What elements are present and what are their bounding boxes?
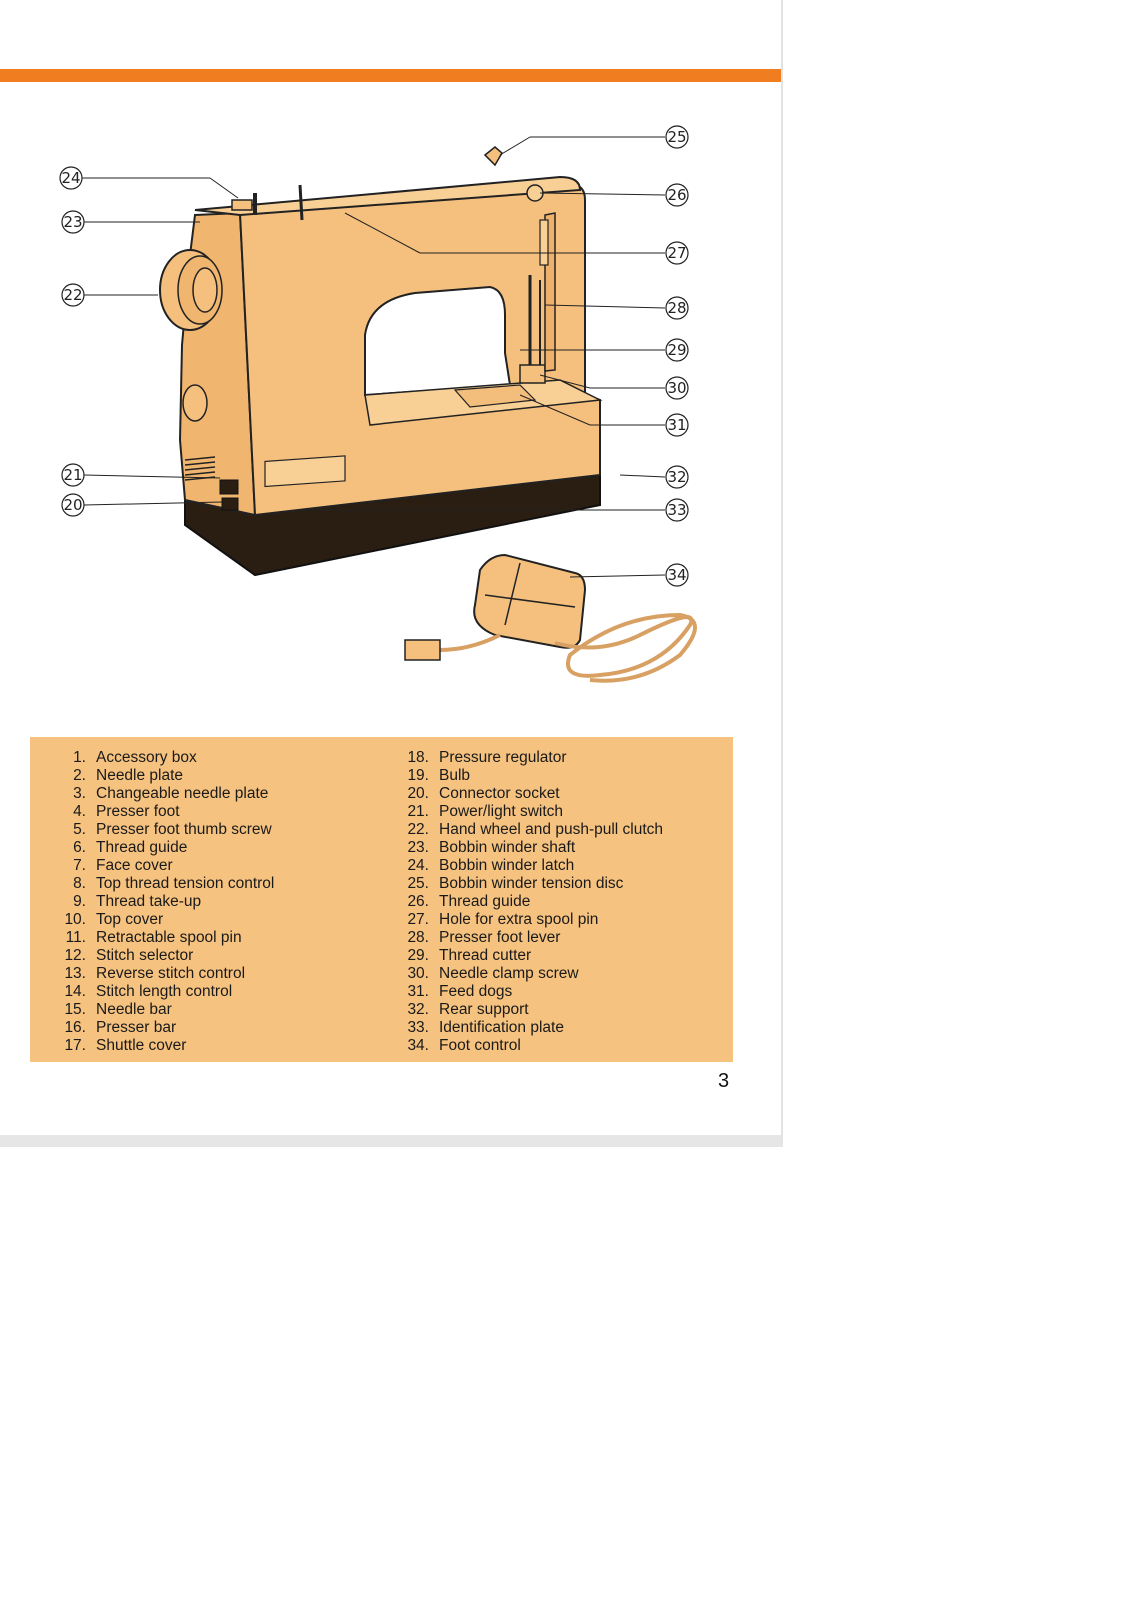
needle-plate bbox=[453, 384, 537, 408]
parts-legend: 1.Accessory box 2.Needle plate 3.Changea… bbox=[30, 737, 733, 1062]
list-item: 2.Needle plate bbox=[73, 767, 184, 784]
callout-31-label: 31 bbox=[667, 416, 686, 434]
list-item: 20.Connector socket bbox=[407, 785, 560, 802]
callout-33 bbox=[665, 498, 689, 522]
foot-control-cord bbox=[554, 612, 697, 683]
callout-27-label: 27 bbox=[667, 244, 686, 262]
list-item: 7.Face cover bbox=[73, 857, 173, 874]
callout-30 bbox=[665, 376, 689, 400]
page-number: 3 bbox=[718, 1070, 730, 1092]
callout-32-label: 32 bbox=[667, 468, 686, 486]
side-knob bbox=[182, 384, 208, 422]
orange-header-band bbox=[0, 69, 781, 82]
list-item: 23.Bobbin winder shaft bbox=[407, 839, 576, 856]
list-item: 25.Bobbin winder tension disc bbox=[407, 875, 624, 892]
parts-list-right: 18.Pressure regulator 19.Bulb 20.Connect… bbox=[388, 749, 728, 1055]
list-item: 8.Top thread tension control bbox=[73, 875, 275, 892]
identification-plate bbox=[264, 455, 346, 488]
list-item: 28.Presser foot lever bbox=[407, 929, 561, 946]
callout-23 bbox=[61, 210, 85, 234]
plug bbox=[404, 639, 441, 661]
list-item: 1.Accessory box bbox=[73, 749, 197, 766]
list-item: 33.Identification plate bbox=[407, 1019, 564, 1036]
machine-top-cover bbox=[194, 175, 582, 217]
list-item: 11.Retractable spool pin bbox=[65, 929, 242, 946]
callout-29-label: 29 bbox=[667, 341, 686, 359]
list-item: 22.Hand wheel and push-pull clutch bbox=[407, 821, 664, 838]
callout-33-label: 33 bbox=[667, 501, 686, 519]
list-item: 5.Presser foot thumb screw bbox=[73, 821, 272, 838]
list-item: 19.Bulb bbox=[407, 767, 471, 784]
callout-31 bbox=[665, 413, 689, 437]
list-item: 10.Top cover bbox=[64, 911, 164, 928]
list-item: 34.Foot control bbox=[407, 1037, 521, 1054]
list-item: 26.Thread guide bbox=[407, 893, 531, 910]
connector-socket bbox=[221, 497, 239, 511]
callout-34 bbox=[665, 563, 689, 587]
sewing-machine-diagram: 24 23 22 21 20 25 26 27 28 29 30 31 32 3… bbox=[59, 125, 697, 683]
list-item: 27.Hole for extra spool pin bbox=[407, 911, 599, 928]
callout-20-label: 20 bbox=[63, 496, 82, 514]
power-switch bbox=[219, 479, 239, 495]
callout-23-label: 23 bbox=[63, 213, 82, 231]
list-item: 31.Feed dogs bbox=[407, 983, 513, 1000]
callout-20 bbox=[61, 493, 85, 517]
callout-27 bbox=[665, 241, 689, 265]
callout-28-label: 28 bbox=[667, 299, 686, 317]
list-item: 16.Presser bar bbox=[64, 1019, 177, 1036]
list-item: 24.Bobbin winder latch bbox=[407, 857, 575, 874]
parts-list-left: 1.Accessory box 2.Needle plate 3.Changea… bbox=[45, 749, 375, 1055]
callout-26 bbox=[665, 183, 689, 207]
list-item: 13.Reverse stitch control bbox=[64, 965, 246, 982]
list-item: 30.Needle clamp screw bbox=[407, 965, 579, 982]
callout-34-label: 34 bbox=[667, 566, 686, 584]
callout-22 bbox=[61, 283, 85, 307]
callout-30-label: 30 bbox=[667, 379, 686, 397]
callout-29 bbox=[665, 338, 689, 362]
list-item: 3.Changeable needle plate bbox=[73, 785, 269, 802]
machine-arm-opening bbox=[364, 285, 512, 397]
list-item: 32.Rear support bbox=[407, 1001, 529, 1018]
list-item: 29.Thread cutter bbox=[407, 947, 532, 964]
list-item: 12.Stitch selector bbox=[64, 947, 194, 964]
callout-32 bbox=[665, 465, 689, 489]
sewing-machine-illustration: 24 23 22 21 20 25 26 27 28 29 30 31 32 3… bbox=[0, 95, 781, 735]
callout-25 bbox=[665, 125, 689, 149]
list-item: 21.Power/light switch bbox=[407, 803, 564, 820]
callout-25-label: 25 bbox=[667, 128, 686, 146]
list-item: 15.Needle bar bbox=[64, 1001, 172, 1018]
callout-21-label: 21 bbox=[63, 466, 82, 484]
list-item: 4.Presser foot bbox=[73, 803, 180, 820]
list-item: 18.Pressure regulator bbox=[407, 749, 567, 766]
callout-26-label: 26 bbox=[667, 186, 686, 204]
list-item: 14.Stitch length control bbox=[64, 983, 233, 1000]
callout-24 bbox=[59, 166, 83, 190]
callout-22-label: 22 bbox=[63, 286, 82, 304]
callout-21 bbox=[61, 463, 85, 487]
callout-24-label: 24 bbox=[61, 169, 80, 187]
callout-28 bbox=[665, 296, 689, 320]
list-item: 9.Thread take-up bbox=[73, 893, 202, 910]
list-item: 17.Shuttle cover bbox=[64, 1037, 187, 1054]
list-item: 6.Thread guide bbox=[73, 839, 188, 856]
manual-page: 24 23 22 21 20 25 26 27 28 29 30 31 32 3… bbox=[0, 0, 783, 1147]
